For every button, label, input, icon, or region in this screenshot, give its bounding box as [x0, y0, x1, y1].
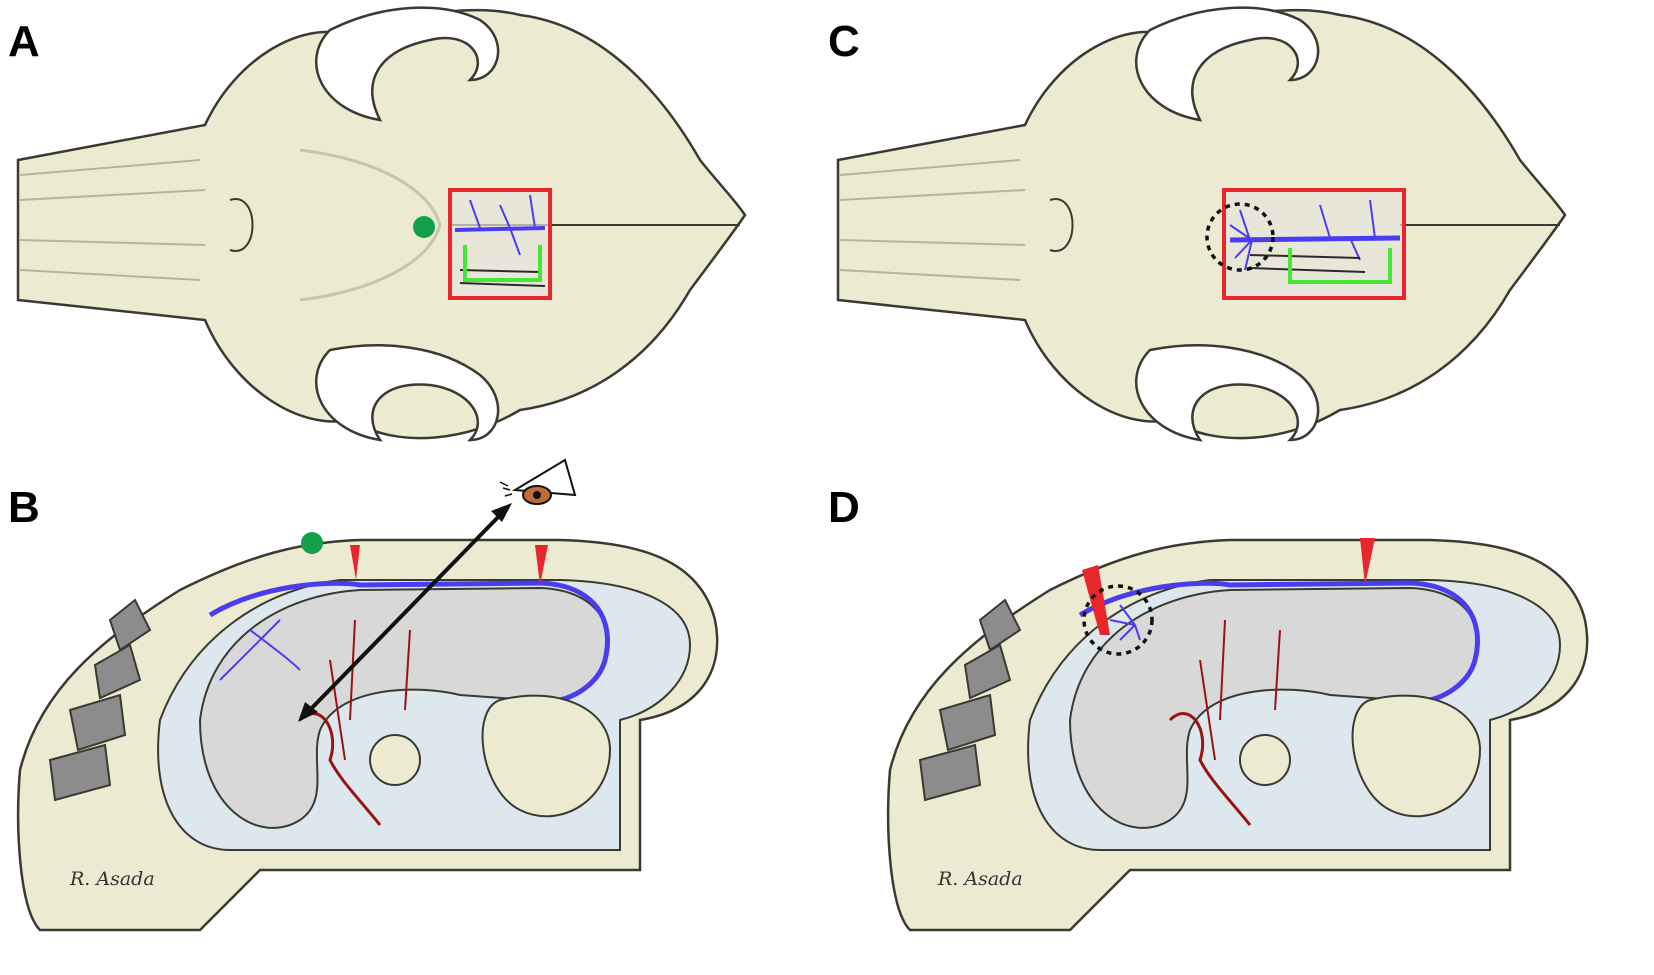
panel-label-b: B — [8, 483, 40, 532]
target-circle — [1082, 584, 1154, 656]
panel-label-c: C — [828, 17, 860, 66]
craniotomy-window — [448, 188, 552, 300]
dorsal-skull-illustration — [836, 6, 1567, 442]
panel-a: A — [0, 0, 800, 470]
sagittal-section-illustration — [16, 458, 719, 932]
target-circle — [1205, 202, 1275, 272]
artist-signature: R. Asada — [938, 868, 1023, 890]
skull-outline — [16, 6, 747, 442]
entry-marker — [301, 532, 323, 554]
brain-section — [1068, 580, 1482, 829]
panel-b: B R. Asada — [0, 458, 800, 975]
skull-outline — [836, 6, 1567, 442]
craniotomy-window — [1222, 188, 1406, 300]
eye-icon — [499, 458, 577, 505]
sagittal-section-illustration — [886, 538, 1589, 932]
viewing-arrow — [298, 503, 512, 722]
entry-marker — [413, 216, 435, 238]
dorsal-skull-illustration — [16, 6, 747, 442]
artist-signature: R. Asada — [70, 868, 155, 890]
panel-label-a: A — [8, 17, 40, 66]
panel-d: D R. Asada — [820, 470, 1654, 975]
panel-c: C — [820, 0, 1654, 470]
panel-label-d: D — [828, 483, 860, 532]
brain-section — [198, 580, 612, 829]
